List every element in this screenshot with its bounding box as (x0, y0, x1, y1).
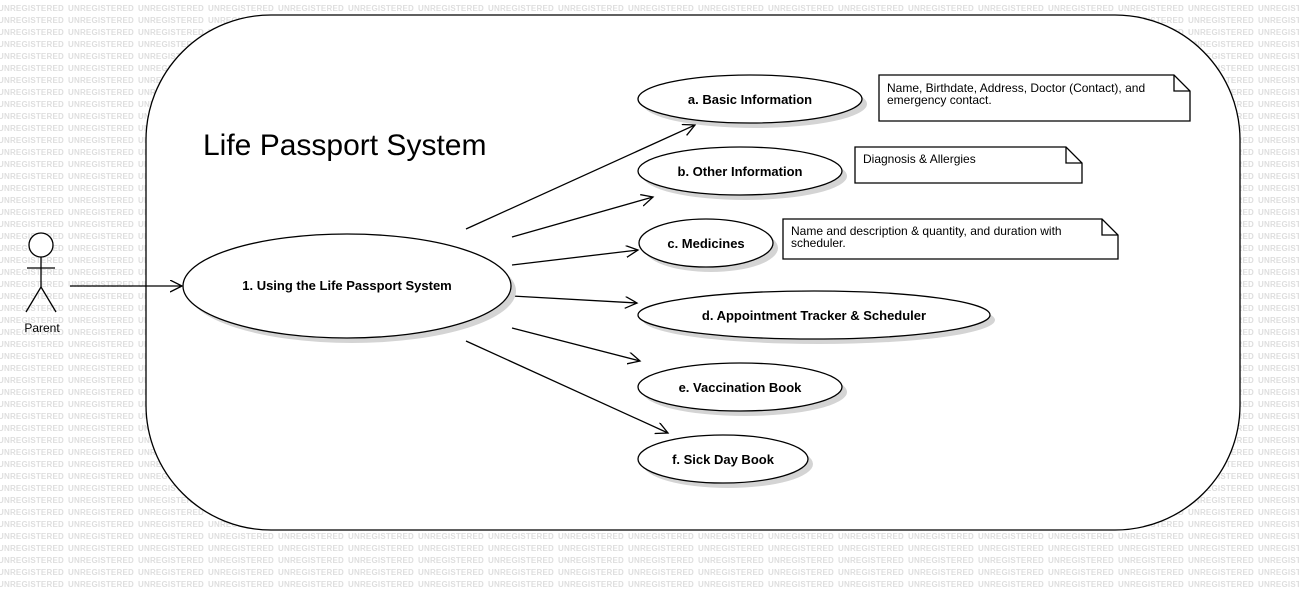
use-case-other-information[interactable]: b. Other Information (637, 146, 847, 200)
use-case-basic-information[interactable]: a. Basic Information (637, 74, 867, 128)
system-boundary[interactable] (145, 14, 1241, 531)
arrow-to-appointment-tracker (511, 295, 637, 303)
arrow-to-medicines (511, 250, 638, 266)
arrow-to-vaccination-book (511, 327, 640, 361)
main-use-case-label: 1. Using the Life Passport System (242, 278, 452, 293)
use-case-medicines[interactable]: c. Medicines (638, 218, 778, 272)
use-case-label: a. Basic Information (688, 92, 812, 107)
note-text: Name and description & quantity, and dur… (791, 224, 1065, 250)
use-case-label: f. Sick Day Book (672, 452, 775, 467)
use-case-vaccination-book[interactable]: e. Vaccination Book (637, 362, 847, 416)
note-basic-information[interactable]: Name, Birthdate, Address, Doctor (Contac… (878, 74, 1191, 122)
main-use-case[interactable]: 1. Using the Life Passport System (182, 233, 516, 343)
system-title: Life Passport System (203, 129, 486, 162)
arrow-to-other-information (511, 197, 653, 238)
stick-figure-icon (25, 232, 57, 313)
actor-label: Parent (24, 321, 60, 335)
use-case-sick-day-book[interactable]: f. Sick Day Book (637, 434, 813, 488)
actor-parent[interactable]: Parent (24, 232, 60, 335)
note-medicines[interactable]: Name and description & quantity, and dur… (782, 218, 1119, 260)
note-other-information[interactable]: Diagnosis & Allergies (854, 146, 1083, 184)
use-case-appointment-tracker[interactable]: d. Appointment Tracker & Scheduler (637, 290, 995, 344)
arrow-to-sick-day-book (465, 340, 668, 433)
note-text: Diagnosis & Allergies (863, 152, 976, 166)
include-arrows (465, 125, 695, 433)
use-case-label: d. Appointment Tracker & Scheduler (702, 308, 926, 323)
use-case-label: c. Medicines (667, 236, 744, 251)
use-case-label: e. Vaccination Book (679, 380, 803, 395)
arrow-to-basic-information (465, 125, 695, 230)
use-case-label: b. Other Information (678, 164, 803, 179)
note-text: Name, Birthdate, Address, Doctor (Contac… (887, 81, 1148, 107)
